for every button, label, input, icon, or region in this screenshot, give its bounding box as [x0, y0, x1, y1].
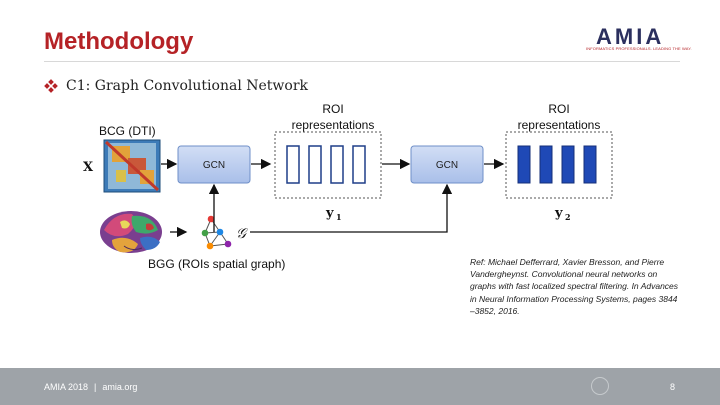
arrow-graph-to-gcn2 [250, 185, 447, 232]
footer-info: AMIA 2018 | amia.org [44, 382, 137, 392]
roi-vector-1d [353, 146, 365, 183]
roi-vector-2b [540, 146, 552, 183]
footer-site-link[interactable]: amia.org [102, 382, 137, 392]
roi-label-2-line2: representations [518, 118, 601, 132]
reference-text: Ref: Michael Defferrard, Xavier Bresson,… [470, 256, 680, 317]
roi-label-2-line1: ROI [548, 102, 569, 116]
bgg-label: BGG (ROIs spatial graph) [148, 257, 285, 271]
footer-separator: | [94, 382, 96, 392]
roi-vector-2a [518, 146, 530, 183]
connectivity-matrix-image [104, 140, 160, 192]
y1-label: y [325, 206, 334, 221]
footer-event: AMIA 2018 [44, 382, 88, 392]
roi-vector-1c [331, 146, 343, 183]
roi-vector-1a [287, 146, 299, 183]
spatial-graph-icon [202, 216, 232, 250]
roi-vector-2c [562, 146, 574, 183]
gcn-block-1-label: GCN [203, 160, 225, 171]
bcg-label: BCG (DTI) [99, 124, 156, 138]
graph-g-label: 𝒢 [236, 226, 248, 242]
roi-vector-1b [309, 146, 321, 183]
footer-decoration-circle-icon [591, 377, 609, 395]
y2-subscript: 2 [565, 212, 571, 222]
footer-bar: AMIA 2018 | amia.org 8 [0, 368, 720, 405]
y2-label: y [554, 206, 563, 221]
roi-label-1-line2: representations [292, 118, 375, 132]
page-number: 8 [670, 382, 675, 392]
gcn-block-2-label: GCN [436, 160, 458, 171]
y1-subscript: 1 [336, 212, 342, 222]
brain-parcellation-image [100, 211, 162, 253]
x-input-label: X [83, 160, 94, 175]
roi-label-1-line1: ROI [322, 102, 343, 116]
roi-vector-2d [584, 146, 596, 183]
